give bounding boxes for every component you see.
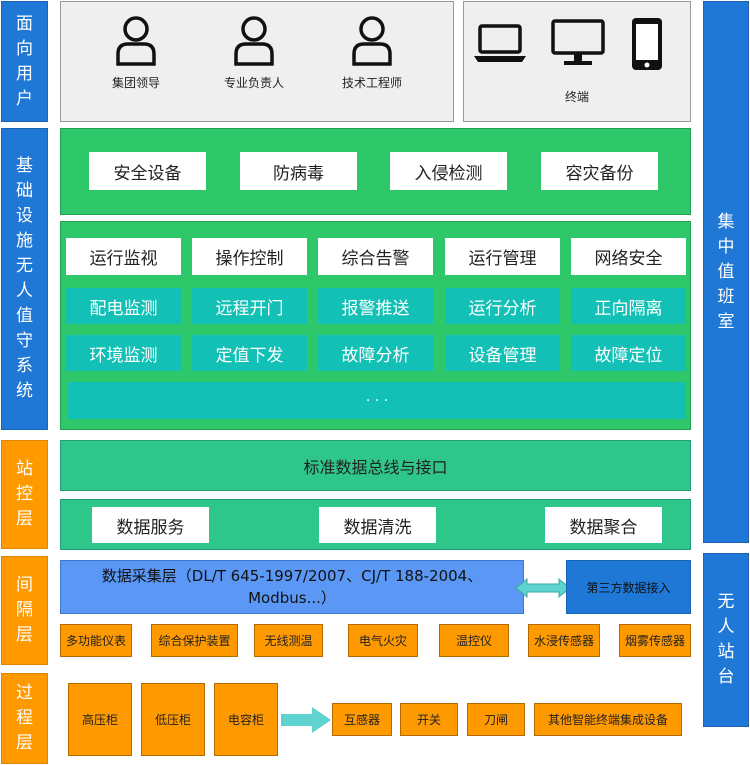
user-label: 集团领导 — [111, 76, 160, 90]
label-station: 站控层 — [1, 440, 48, 549]
third-party-label: 第三方数据接入 — [586, 580, 671, 595]
func-item: 配电监测 — [66, 288, 181, 324]
terminal-label: 终端 — [564, 90, 589, 104]
person-icon — [116, 16, 156, 66]
label-bay-text: 间隔层 — [16, 575, 33, 645]
func-item: 运行分析 — [445, 288, 560, 324]
component-knife-switch: 刀闸 — [467, 703, 525, 736]
label-users: 面向用户 — [1, 1, 48, 122]
func-header-control: 操作控制 — [192, 238, 307, 275]
func-header-alarm: 综合告警 — [318, 238, 433, 275]
func-header-operations: 运行管理 — [445, 238, 560, 275]
third-party-box: 第三方数据接入 — [566, 560, 691, 614]
monitor-icon — [551, 19, 605, 65]
user-group-leader: 集团领导 — [86, 14, 186, 91]
cabinet-hv: 高压柜 — [68, 683, 132, 756]
arrow-right-icon — [281, 707, 331, 733]
cabinet-lv: 低压柜 — [141, 683, 205, 756]
func-item: 故障分析 — [318, 335, 433, 371]
label-central-room: 集中值班室 — [703, 1, 749, 543]
func-item: 远程开门 — [192, 288, 307, 324]
bay-device: 综合保护装置 — [151, 624, 238, 657]
person-icon — [352, 16, 392, 66]
label-central-room-text: 集中值班室 — [717, 211, 735, 332]
bay-device: 烟雾传感器 — [619, 624, 691, 657]
data-collection-label: 数据采集层（DL/T 645-1997/2007、CJ/T 188-2004、M… — [101, 567, 483, 607]
user-label: 专业负责人 — [223, 76, 284, 90]
bay-device: 电气火灾 — [348, 624, 418, 657]
label-infra: 基础设施无人值守系统 — [1, 128, 48, 430]
bay-device: 无线测温 — [254, 624, 323, 657]
laptop-icon — [474, 24, 526, 62]
func-item: 环境监测 — [66, 335, 181, 371]
label-infra-text: 基础设施无人值守系统 — [16, 156, 33, 401]
data-cleaning-item: 数据清洗 — [319, 507, 436, 543]
label-process: 过程层 — [1, 673, 48, 764]
bay-device: 温控仪 — [439, 624, 509, 657]
label-unmanned-station-text: 无人站台 — [717, 592, 735, 687]
person-icon — [234, 16, 274, 66]
label-unmanned-station: 无人站台 — [703, 553, 749, 727]
data-bus-label: 标准数据总线与接口 — [303, 457, 448, 477]
func-item: 正向隔离 — [571, 288, 686, 324]
func-item: 设备管理 — [445, 335, 560, 371]
label-station-text: 站控层 — [16, 459, 33, 529]
data-collection-bar: 数据采集层（DL/T 645-1997/2007、CJ/T 188-2004、M… — [60, 560, 524, 614]
cabinet-capacitor: 电容柜 — [214, 683, 278, 756]
double-arrow-icon — [515, 577, 571, 599]
func-header-monitor: 运行监视 — [66, 238, 181, 275]
user-label: 技术工程师 — [341, 76, 402, 90]
func-header-network-security: 网络安全 — [571, 238, 686, 275]
component-other-terminals: 其他智能终端集成设备 — [534, 703, 682, 736]
bay-device: 多功能仪表 — [60, 624, 132, 657]
security-item-safety-device: 安全设备 — [89, 152, 206, 190]
data-bus-bar: 标准数据总线与接口 — [60, 440, 691, 491]
security-item-disaster-backup: 容灾备份 — [541, 152, 658, 190]
data-service-item: 数据服务 — [92, 507, 209, 543]
security-item-intrusion-detection: 入侵检测 — [390, 152, 507, 190]
component-switch: 开关 — [400, 703, 458, 736]
label-users-text: 面向用户 — [16, 13, 33, 109]
func-more: · · · — [68, 382, 686, 419]
func-item: 报警推送 — [318, 288, 433, 324]
func-item: 故障定位 — [571, 335, 686, 371]
data-aggregation-item: 数据聚合 — [545, 507, 662, 543]
bay-device: 水浸传感器 — [528, 624, 600, 657]
func-item: 定值下发 — [192, 335, 307, 371]
user-engineer: 技术工程师 — [322, 14, 422, 91]
mobile-phone-icon — [632, 18, 662, 70]
component-transformer: 互感器 — [332, 703, 392, 736]
label-bay: 间隔层 — [1, 556, 48, 665]
user-specialist: 专业负责人 — [204, 14, 304, 91]
security-item-antivirus: 防病毒 — [240, 152, 357, 190]
label-process-text: 过程层 — [16, 683, 33, 753]
